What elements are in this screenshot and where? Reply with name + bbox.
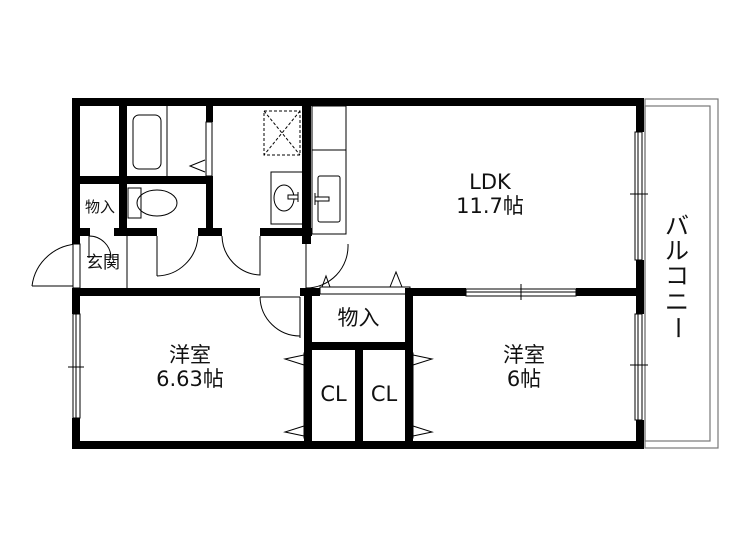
wall-wash-kitchen [302,98,311,244]
wall-closet-divider [355,342,363,449]
wall-storage-left [304,288,312,449]
wall-hall-top-4 [260,228,312,236]
wall-storage-right [405,288,413,449]
wall-ldk-bottom-1 [410,288,466,296]
wall-right-top [636,98,644,132]
wall-hall-bottom-1 [80,288,260,296]
western-room-1-label: 洋室 6.63帖 [156,343,224,392]
wall-bath-right [206,98,213,122]
wall-ldk-bottom-2 [576,288,644,296]
entrance-door [31,235,128,289]
wall-top [72,98,644,106]
wall-right-bottom [636,420,644,449]
western-room-2-label: 洋室 6帖 [503,343,545,392]
wall-storage-bath [119,98,127,236]
balcony-outline [644,98,719,449]
hallway-doors [156,235,349,338]
bathtub-icon [132,114,162,170]
wall-hall-top-1 [80,228,90,236]
storage-entry-label: 物入 [84,198,115,216]
wall-bath-bottom [80,176,213,184]
closet-1-label: CL [320,382,347,406]
wall-left-bottom [72,418,80,449]
storage-main-label: 物入 [337,306,380,330]
wall-hall-top-3 [198,228,222,236]
kitchen-counter [311,105,347,235]
ldk-label: LDK 11.7帖 [456,170,524,219]
storage-sliding-door [319,270,411,295]
wall-left-lower [72,288,80,314]
entrance-label: 玄関 [86,253,120,273]
washbasin-icon [270,171,305,225]
wall-left-upper [72,98,80,244]
balcony-label: バ ル コ ニ ー [663,212,692,340]
wall-right-mid [636,260,644,314]
wall-hall-top-2 [114,228,157,236]
closet-2-label: CL [370,382,398,406]
toilet-icon [127,187,178,219]
washing-machine-icon [263,110,301,156]
wall-toilet-right [206,176,213,236]
